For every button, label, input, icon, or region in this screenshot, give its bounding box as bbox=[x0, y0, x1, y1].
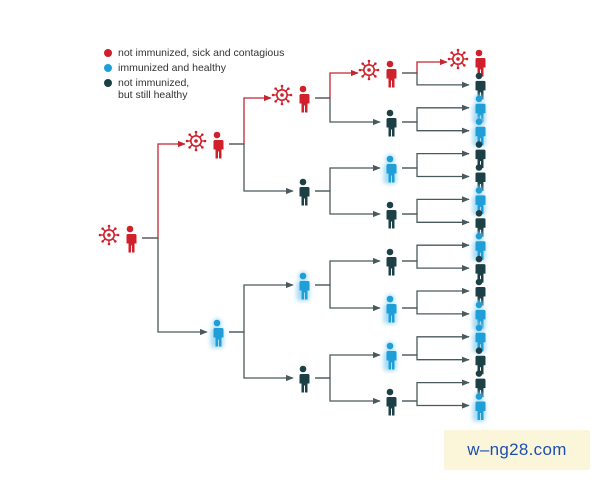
arrow-gen2-to-gen3-3 bbox=[315, 190, 381, 218]
person-icon-gen4-14 bbox=[474, 370, 486, 398]
arrow-gen2-to-gen3-2 bbox=[315, 164, 381, 192]
arrow-gen3-to-gen4-1 bbox=[402, 72, 470, 89]
person-icon-gen3-5 bbox=[383, 294, 397, 324]
person-icon-gen1-0 bbox=[212, 131, 224, 159]
arrow-gen3-to-gen4-10 bbox=[402, 287, 470, 309]
person-icon-gen3-6 bbox=[383, 341, 397, 371]
person-icon-gen3-2 bbox=[383, 154, 397, 184]
arrow-gen3-to-gen4-3 bbox=[402, 121, 470, 134]
arrow-gen3-to-gen4-14 bbox=[402, 379, 470, 402]
person-icon-gen2-1 bbox=[298, 178, 310, 206]
arrow-gen3-to-gen4-6 bbox=[402, 196, 470, 215]
arrow-gen3-to-gen4-7 bbox=[402, 213, 470, 226]
arrow-gen1-to-gen2-0 bbox=[229, 94, 272, 145]
arrow-gen2-to-gen3-5 bbox=[315, 284, 381, 312]
arrow-gen2-to-gen3-6 bbox=[315, 351, 381, 379]
person-icon-gen3-4 bbox=[385, 248, 397, 276]
arrow-gen1-to-gen2-2 bbox=[229, 281, 294, 333]
arrow-gen3-to-gen4-11 bbox=[402, 307, 470, 318]
legend: not immunized, sick and contagious immun… bbox=[104, 47, 284, 104]
arrow-gen3-to-gen4-13 bbox=[402, 354, 470, 363]
person-icon-gen4-1 bbox=[474, 72, 486, 100]
virus-icon-gen4-0 bbox=[447, 48, 469, 70]
dark-teal-dot-icon bbox=[104, 79, 112, 87]
person-icon-gen4-8 bbox=[472, 231, 486, 262]
watermark-badge: w–ng28.com bbox=[444, 430, 590, 470]
person-icon-gen3-0 bbox=[385, 60, 397, 88]
arrow-gen3-to-gen4-2 bbox=[402, 104, 470, 123]
person-icon-gen4-7 bbox=[474, 210, 486, 237]
person-icon-gen4-0 bbox=[474, 49, 486, 77]
legend-item-immunized: immunized and healthy bbox=[104, 62, 284, 74]
arrow-gen3-to-gen4-15 bbox=[402, 400, 470, 409]
people-layer bbox=[98, 48, 486, 422]
arrow-gen3-to-gen4-0 bbox=[402, 58, 448, 74]
person-icon-gen4-15 bbox=[472, 392, 486, 422]
arrow-gen1-to-gen2-3 bbox=[229, 331, 294, 382]
person-icon-gen3-1 bbox=[385, 109, 397, 137]
person-icon-gen3-7 bbox=[385, 388, 397, 416]
arrow-gen3-to-gen4-4 bbox=[402, 150, 470, 169]
arrow-gen0-to-gen1-1 bbox=[142, 237, 208, 336]
person-icon-gen2-0 bbox=[298, 85, 310, 113]
arrow-gen2-to-gen3-4 bbox=[315, 257, 381, 286]
arrow-gen1-to-gen2-1 bbox=[229, 143, 294, 195]
person-icon-gen4-12 bbox=[472, 323, 486, 353]
red-dot-icon bbox=[104, 49, 112, 57]
legend-item-not-immunized: not immunized, but still healthy bbox=[104, 77, 284, 101]
watermark-text: w–ng28.com bbox=[467, 440, 567, 459]
person-icon-gen4-5 bbox=[474, 164, 486, 191]
person-icon-gen0-0 bbox=[125, 225, 137, 253]
person-icon-gen4-13 bbox=[474, 347, 486, 375]
arrow-gen3-to-gen4-9 bbox=[402, 260, 470, 272]
arrow-gen3-to-gen4-5 bbox=[402, 167, 470, 180]
arrow-gen2-to-gen3-7 bbox=[315, 377, 381, 405]
legend-label-not-immunized-line2: but still healthy bbox=[118, 89, 188, 101]
arrow-gen2-to-gen3-1 bbox=[315, 97, 381, 126]
virus-icon-gen1-0 bbox=[185, 130, 207, 152]
virus-icon-gen2-0 bbox=[271, 84, 293, 106]
arrow-gen3-to-gen4-12 bbox=[402, 333, 470, 356]
arrow-gen0-to-gen1-0 bbox=[142, 140, 186, 239]
legend-label-not-immunized-line1: not immunized, bbox=[118, 77, 190, 89]
arrows-layer bbox=[142, 58, 470, 409]
person-icon-gen2-2 bbox=[296, 271, 310, 301]
virus-icon-gen0-0 bbox=[98, 224, 120, 246]
legend-label-sick: not immunized, sick and contagious bbox=[118, 47, 285, 59]
legend-item-sick: not immunized, sick and contagious bbox=[104, 47, 284, 59]
person-icon-gen1-1 bbox=[210, 318, 224, 348]
virus-icon-gen3-0 bbox=[358, 59, 380, 81]
person-icon-gen4-4 bbox=[474, 141, 486, 169]
person-icon-gen4-9 bbox=[474, 255, 486, 283]
person-icon-gen2-3 bbox=[298, 365, 310, 393]
person-icon-gen4-3 bbox=[472, 117, 486, 147]
legend-label-immunized: immunized and healthy bbox=[118, 62, 226, 74]
arrow-gen3-to-gen4-8 bbox=[402, 242, 470, 262]
person-icon-gen4-10 bbox=[474, 278, 486, 306]
person-icon-gen4-6 bbox=[472, 185, 486, 216]
blue-dot-icon bbox=[104, 64, 112, 72]
arrow-gen2-to-gen3-0 bbox=[315, 69, 359, 99]
person-icon-gen3-3 bbox=[385, 201, 397, 229]
